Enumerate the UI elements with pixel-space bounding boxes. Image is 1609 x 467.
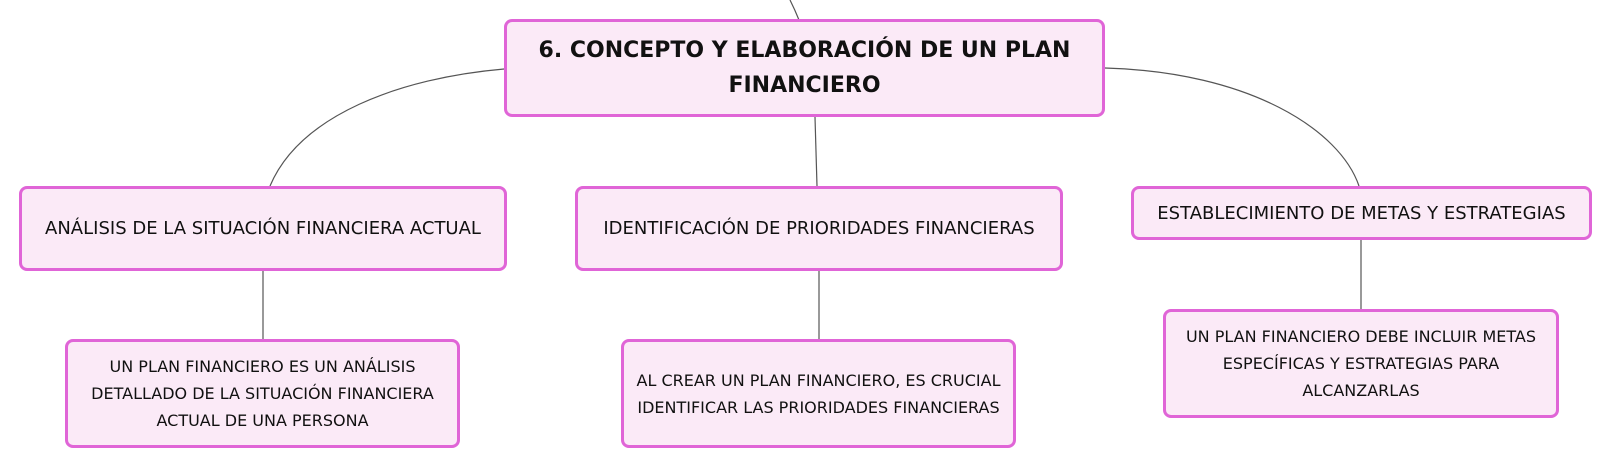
branch-node-prioridades[interactable]: IDENTIFICACIÓN DE PRIORIDADES FINANCIERA… [575, 186, 1063, 271]
branch-node-analisis[interactable]: ANÁLISIS DE LA SITUACIÓN FINANCIERA ACTU… [19, 186, 507, 271]
branch-node-label: ESTABLECIMIENTO DE METAS Y ESTRATEGIAS [1157, 202, 1566, 224]
branch-node-metas[interactable]: ESTABLECIMIENTO DE METAS Y ESTRATEGIAS [1131, 186, 1592, 240]
detail-node-analisis[interactable]: UN PLAN FINANCIERO ES UN ANÁLISIS DETALL… [65, 339, 460, 448]
root-node[interactable]: 6. CONCEPTO Y ELABORACIÓN DE UN PLAN FIN… [504, 19, 1105, 117]
detail-node-text: UN PLAN FINANCIERO ES UN ANÁLISIS DETALL… [91, 357, 434, 430]
connector-incoming-root [789, 0, 800, 21]
connector-root-to-branch-2 [814, 116, 818, 187]
detail-node-prioridades[interactable]: AL CREAR UN PLAN FINANCIERO, ES CRUCIAL … [621, 339, 1016, 448]
branch-node-label: IDENTIFICACIÓN DE PRIORIDADES FINANCIERA… [603, 218, 1035, 239]
branch-node-label: ANÁLISIS DE LA SITUACIÓN FINANCIERA ACTU… [45, 218, 481, 239]
root-node-label: 6. CONCEPTO Y ELABORACIÓN DE UN PLAN FIN… [538, 38, 1071, 98]
detail-node-metas[interactable]: UN PLAN FINANCIERO DEBE INCLUIR METAS ES… [1163, 309, 1559, 418]
detail-node-text: AL CREAR UN PLAN FINANCIERO, ES CRUCIAL … [636, 370, 1001, 417]
connector-root-to-branch-3 [1104, 67, 1360, 187]
connector-root-to-branch-1 [269, 68, 505, 187]
detail-node-text: UN PLAN FINANCIERO DEBE INCLUIR METAS ES… [1185, 327, 1537, 400]
